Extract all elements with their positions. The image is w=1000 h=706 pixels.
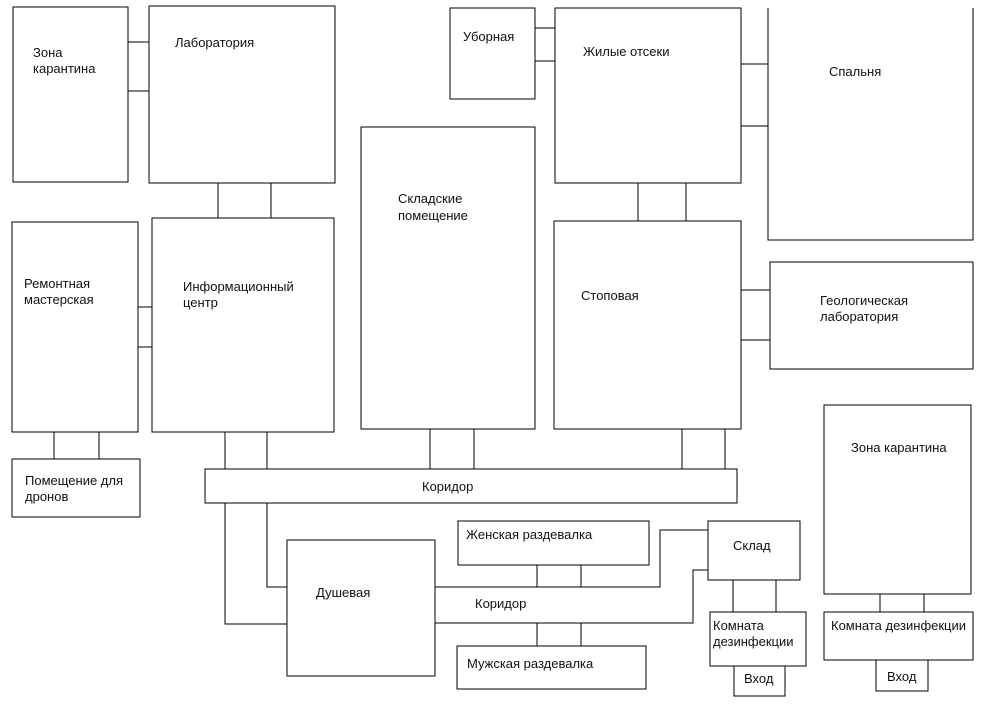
room-storage: Складские помещение [360,126,536,430]
room-label-line: помещение [398,208,468,223]
connector-living-bedroom [741,63,768,127]
connector-dining-corridor [681,429,726,469]
svg-text:Душевая: Душевая [316,585,370,600]
svg-text:Комната дезинфекции: Комната дезинфекции [831,618,966,633]
room-corridor-main: Коридор [204,468,738,504]
lower-corridor-bottom-wall [435,569,708,624]
room-label-line: мастерская [24,292,94,307]
room-label-line: Душевая [316,585,370,600]
room-laboratory: Лаборатория [148,5,336,184]
room-label-line: Вход [744,671,774,686]
room-label-line: дронов [25,489,68,504]
connector-infocenter-corridor [224,432,268,469]
room-quarantine-zone-right: Зона карантина [823,404,972,595]
room-disinfection-right: Комната дезинфекции [823,611,974,661]
room-toilet: Уборная [449,7,536,100]
svg-text:Жилые отсеки: Жилые отсеки [583,44,669,59]
room-label-line: Информационный [183,279,294,294]
svg-text:Коридор: Коридор [475,596,526,611]
connector-corridor-shower-inner [266,503,287,588]
connector-toilet-living [535,27,555,62]
room-label-line: Зона карантина [851,440,947,455]
connector-living-dining [637,183,687,221]
connector-warehouse-disinfection [732,580,777,612]
room-label-line: центр [183,295,218,310]
svg-text:Уборная: Уборная [463,29,514,44]
svg-text:Вход: Вход [887,669,917,684]
room-label-line: Мужская раздевалка [467,656,594,671]
room-bedroom: Спальня [767,8,974,241]
room-mens-locker: Мужская раздевалка [456,645,647,690]
connector-quarantine-disinfection [879,594,925,612]
connector-storage-corridor [429,429,475,469]
room-womens-locker: Женская раздевалка [457,520,650,566]
connector-repair-drones [53,432,100,459]
connectors [53,27,925,646]
room-label-line: Жилые отсеки [583,44,669,59]
room-label-line: карантина [33,61,96,76]
room-label-line: дезинфекции [713,634,794,649]
room-living-quarters: Жилые отсеки [554,7,742,184]
room-label-line: Женская раздевалка [466,527,593,542]
room-label-line: Зона [33,45,63,60]
room-label-line: Уборная [463,29,514,44]
connector-quarantine-lab [128,41,149,92]
connector-lab-infocenter [217,183,272,218]
svg-text:Зона карантина: Зона карантина [851,440,947,455]
svg-text:Лаборатория: Лаборатория [175,35,254,50]
room-label-line: Геологическая [820,293,908,308]
room-entrance-right: Вход [875,659,929,692]
connector-dining-geology [741,289,770,341]
room-label-line: Спальня [829,64,881,79]
room-label-line: Ремонтная [24,276,90,291]
room-label-line: Комната дезинфекции [831,618,966,633]
room-label-line: Склад [733,538,771,553]
room-label-line: Вход [887,669,917,684]
svg-text:Стоповая: Стоповая [581,288,639,303]
room-corridor-lower: Коридор [475,596,526,611]
connector-womens-locker-corridor [536,565,582,587]
room-dining: Стоповая [553,220,742,430]
room-warehouse: Склад [707,520,801,581]
svg-text:Коридор: Коридор [422,479,473,494]
svg-text:Склад: Склад [733,538,771,553]
room-label-line: Складские [398,191,462,206]
room-label-line: лаборатория [820,309,898,324]
svg-text:Вход: Вход [744,671,774,686]
lower-corridor-top-wall [435,529,708,588]
room-shower: Душевая [286,539,436,677]
svg-text:Женская раздевалка: Женская раздевалка [466,527,593,542]
room-label-line: Коридор [475,596,526,611]
svg-text:Спальня: Спальня [829,64,881,79]
connector-repair-infocenter [138,306,152,348]
connector-mens-locker-corridor [536,623,582,646]
room-label-line: Стоповая [581,288,639,303]
svg-text:Мужская раздевалка: Мужская раздевалка [467,656,594,671]
room-entrance-left: Вход [733,665,786,697]
room-label-line: Комната [713,618,765,633]
room-label-line: Лаборатория [175,35,254,50]
connector-corridor-shower-outer [224,503,287,625]
room-label-line: Коридор [422,479,473,494]
room-label-line: Помещение для [25,473,123,488]
